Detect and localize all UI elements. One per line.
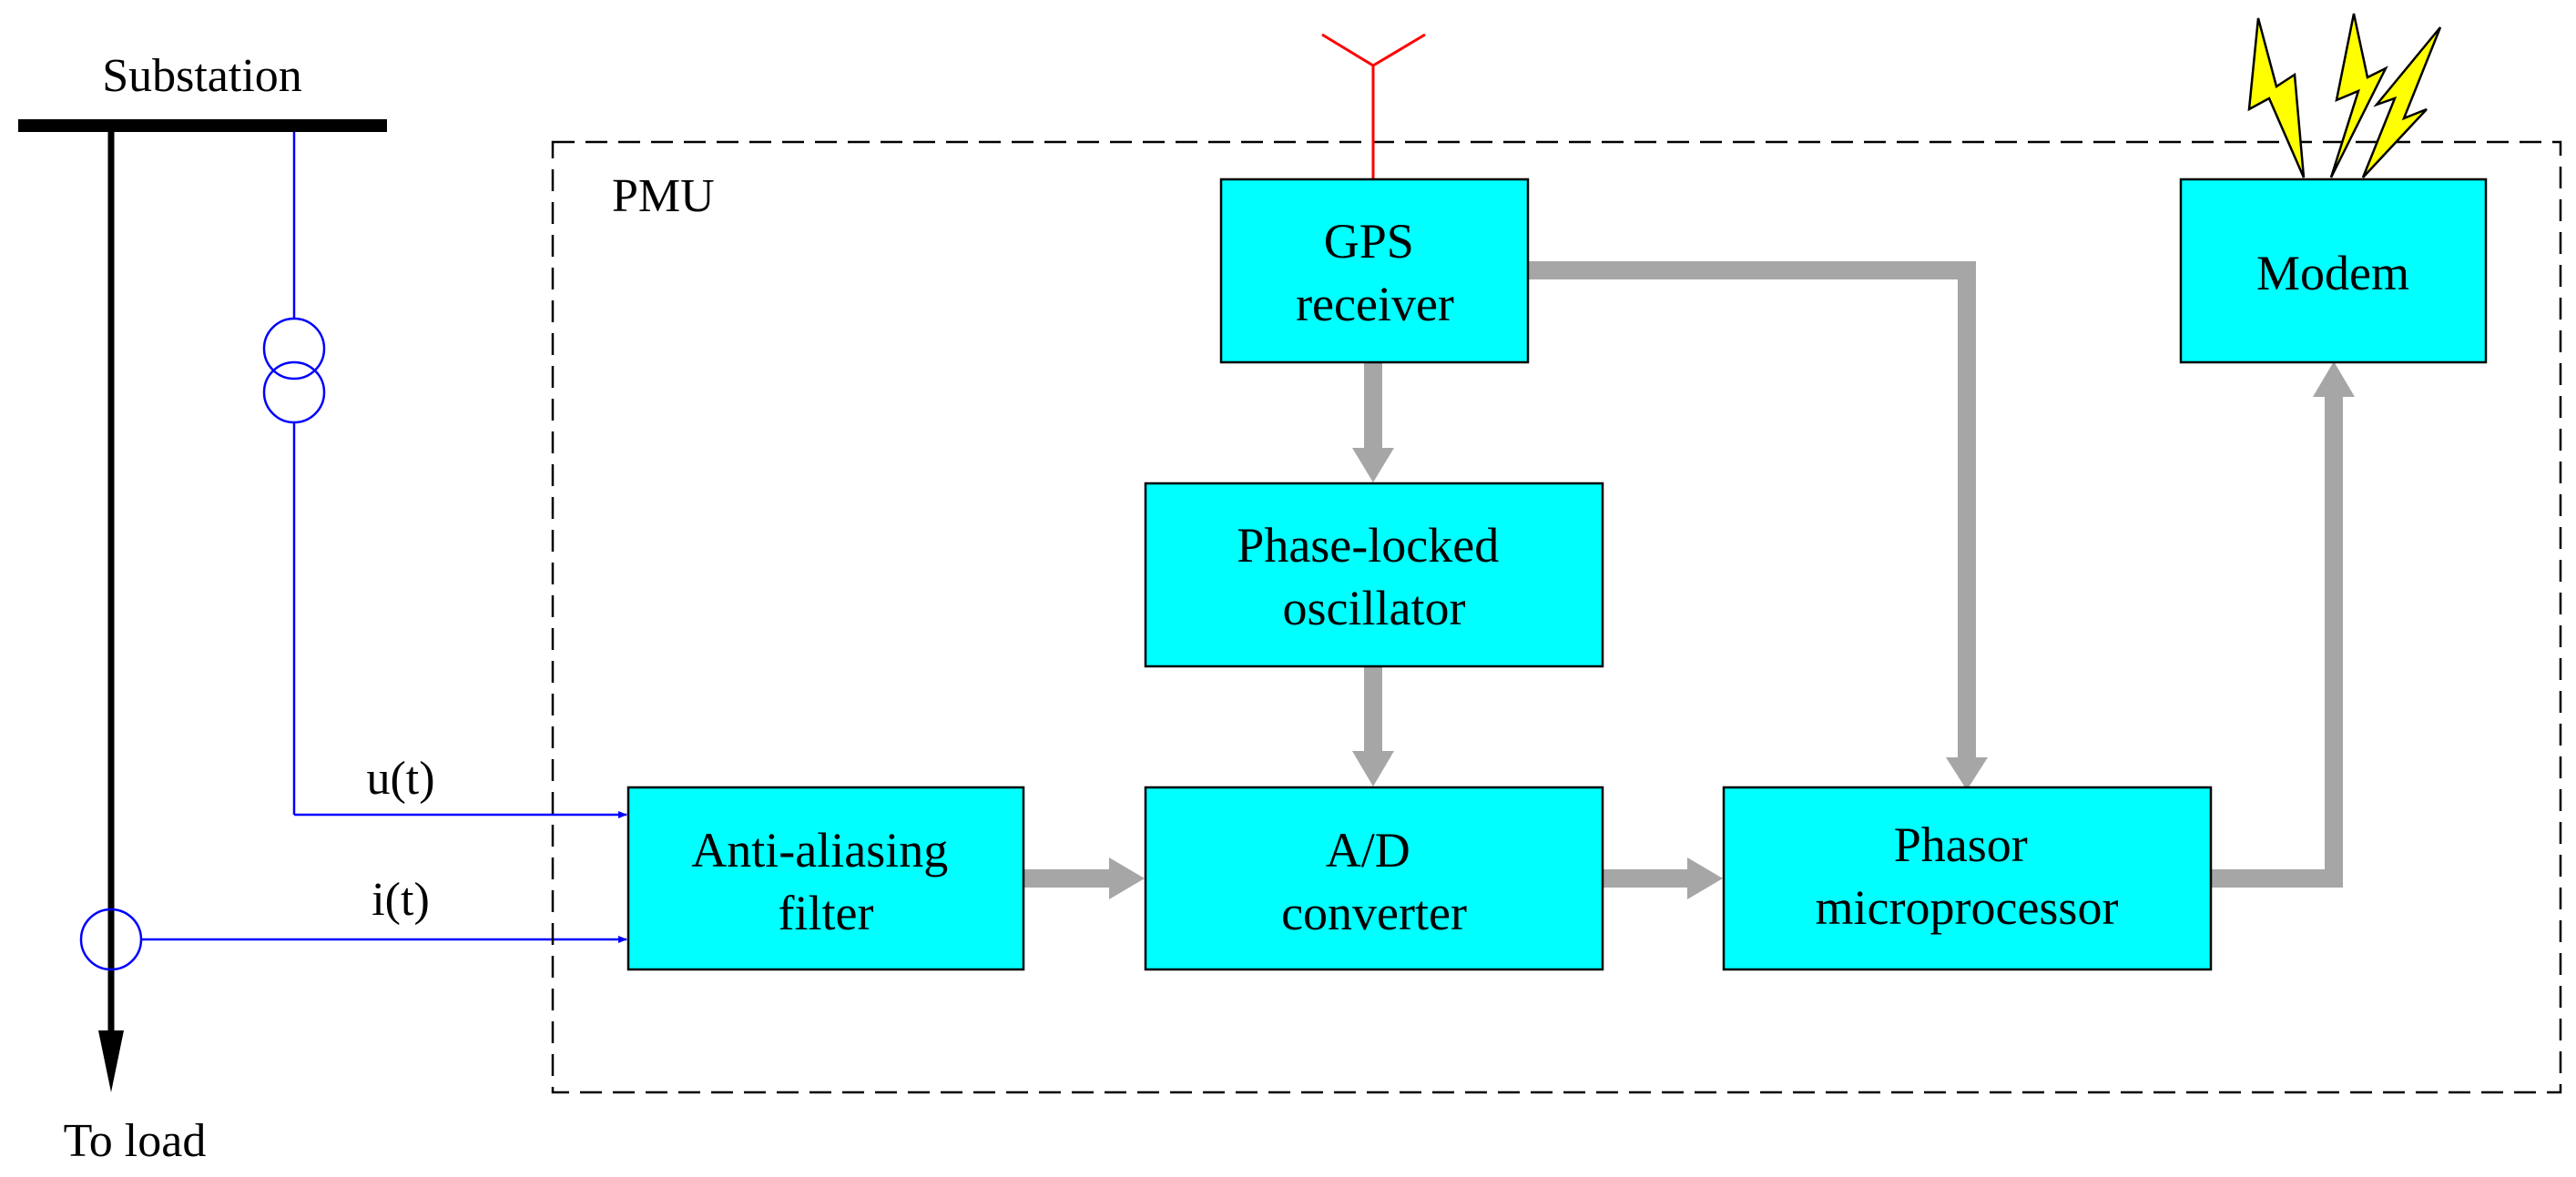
ad-converter-block: A/D converter: [1144, 786, 1604, 971]
feeder-arrowhead: [98, 1030, 124, 1092]
phasor-label-line1: Phasor: [1894, 817, 2028, 872]
anti-aliasing-filter-block: Anti-aliasing filter: [626, 786, 1025, 971]
filter-label-line2: filter: [779, 886, 874, 940]
phase-locked-oscillator-block: Phase-locked oscillator: [1144, 482, 1604, 668]
filter-label-line1: Anti-aliasing: [691, 823, 948, 878]
pmu-label: PMU: [612, 170, 715, 222]
voltage-signal-label: u(t): [366, 753, 434, 805]
modem-label: Modem: [2256, 246, 2409, 300]
arrow-phasor-to-modem: [2211, 393, 2343, 888]
flow-arrows: [1023, 261, 2355, 899]
current-signal-label: i(t): [372, 874, 430, 926]
adc-label-line1: A/D: [1326, 823, 1410, 878]
adc-label-line2: converter: [1281, 886, 1467, 940]
svg-text:GPS receiver: GPS receiver: [1296, 214, 1454, 331]
svg-text:Phasor microprocessor: Phasor microprocessor: [1816, 817, 2119, 935]
arrow-gps-to-phasor-head: [1946, 757, 1988, 790]
gps-receiver-label-line2: receiver: [1296, 277, 1454, 331]
modem-block: Modem: [2179, 178, 2488, 364]
phasor-label-line2: microprocessor: [1816, 880, 2119, 935]
arrow-gps-to-oscillator-head: [1352, 448, 1394, 482]
arrow-adc-to-phasor-head: [1687, 857, 1723, 899]
pmu-enclosure: [551, 140, 2562, 1094]
phasor-microprocessor-block: Phasor microprocessor: [1722, 786, 2213, 971]
arrow-phasor-to-modem-head: [2313, 361, 2355, 397]
voltage-transformer-icon: [262, 132, 326, 815]
oscillator-label-line2: oscillator: [1283, 581, 1466, 635]
svg-text:Phase-locked oscillator: Phase-locked oscillator: [1237, 518, 1511, 635]
substation-busbar: [18, 119, 387, 132]
substation-label: Substation: [102, 50, 302, 102]
svg-text:A/D converter: A/D converter: [1281, 823, 1467, 940]
arrow-gps-to-phasor: [1528, 261, 1976, 761]
svg-text:Anti-aliasing filter: Anti-aliasing filter: [691, 823, 960, 940]
gps-receiver-block: GPS receiver: [1219, 178, 1530, 364]
arrow-oscillator-to-adc-head: [1352, 751, 1394, 786]
oscillator-label-line1: Phase-locked: [1237, 518, 1499, 573]
to-load-label: To load: [64, 1115, 207, 1167]
gps-receiver-label-line1: GPS: [1324, 214, 1414, 269]
lightning-icon: [2247, 13, 2442, 178]
arrow-filter-to-adc-head: [1109, 857, 1145, 899]
antenna-icon: [1321, 33, 1426, 179]
